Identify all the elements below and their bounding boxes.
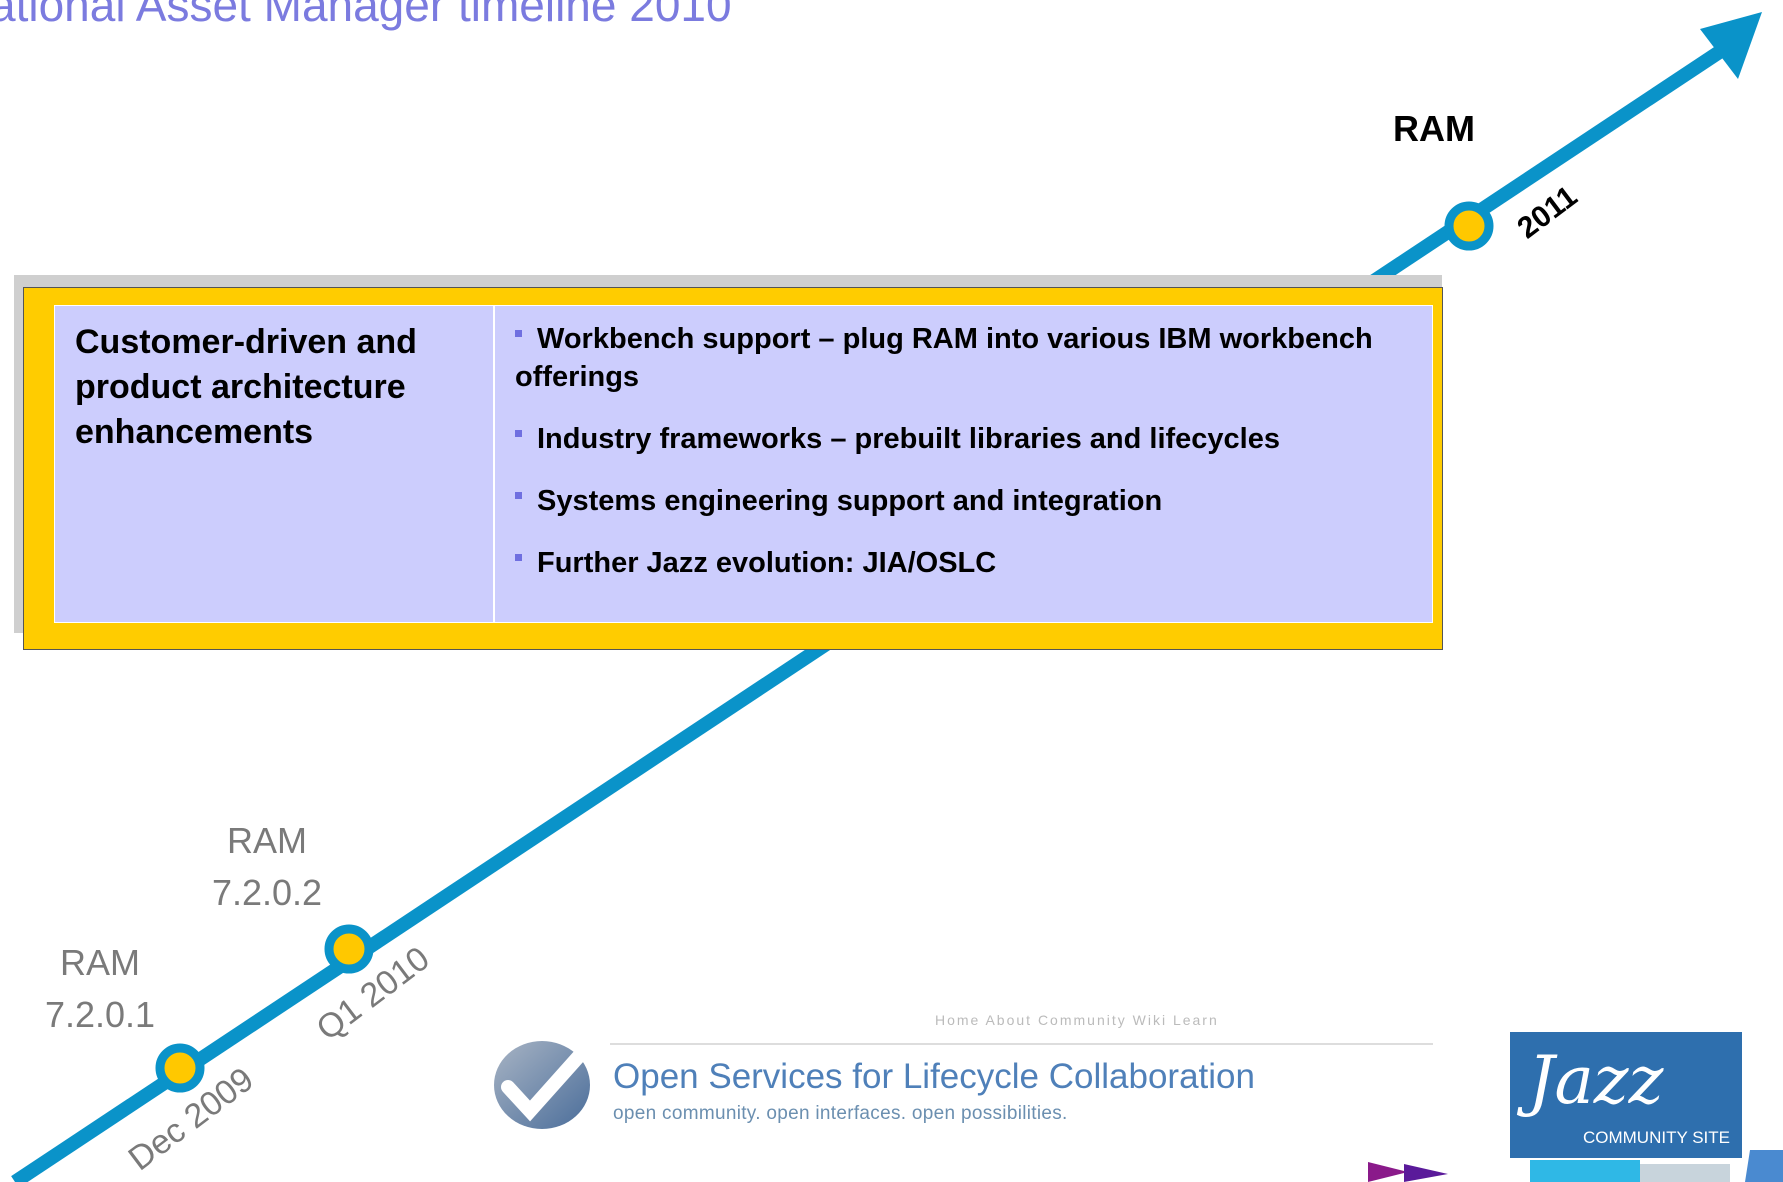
bullet-text: Further Jazz evolution: JIA/OSLC bbox=[537, 547, 997, 579]
jazz-logo: Jazz COMMUNITY SITE bbox=[1510, 1032, 1742, 1158]
bullet-square-icon bbox=[515, 553, 522, 561]
bullet-square-icon bbox=[515, 329, 522, 337]
milestone-product: RAM bbox=[227, 820, 307, 861]
milestone-version: 7.2.0.1 bbox=[44, 994, 156, 1035]
milestone-product: RAM bbox=[1393, 108, 1475, 149]
oslc-subtitle: open community. open interfaces. open po… bbox=[613, 1103, 1068, 1124]
bullet-item: Further Jazz evolution: JIA/OSLC bbox=[515, 544, 1412, 582]
slide-title: ational Asset Manager timeline 2010 bbox=[0, 0, 732, 31]
node-ram-7201 bbox=[155, 1043, 205, 1093]
milestone-label: RAM 7.2.0.2 bbox=[195, 815, 339, 919]
bullet-text: Industry frameworks – prebuilt libraries… bbox=[537, 423, 1280, 455]
jazz-logo-word: Jazz bbox=[1528, 1042, 1664, 1119]
node-ram-2011 bbox=[1444, 201, 1494, 251]
oslc-nav: Home About Community Wiki Learn bbox=[935, 1012, 1219, 1028]
bullet-square-icon bbox=[515, 429, 522, 437]
bullet-text: Systems engineering support and integrat… bbox=[537, 485, 1163, 517]
callout-heading-cell: Customer-driven and product architecture… bbox=[55, 306, 495, 622]
bullet-item: Industry frameworks – prebuilt libraries… bbox=[515, 420, 1412, 458]
oslc-logo-icon bbox=[494, 1041, 590, 1129]
oslc-divider bbox=[610, 1043, 1433, 1045]
oslc-title: Open Services for Lifecycle Collaboratio… bbox=[613, 1057, 1255, 1096]
callout-box: Customer-driven and product architecture… bbox=[23, 287, 1443, 650]
callout-table: Customer-driven and product architecture… bbox=[54, 305, 1433, 623]
bullet-square-icon bbox=[515, 491, 522, 499]
milestone-label: RAM 7.2.0.1 bbox=[40, 937, 160, 1041]
milestone-version: 7.2.0.2 bbox=[211, 872, 323, 913]
bullet-item: Workbench support – plug RAM into variou… bbox=[515, 320, 1412, 396]
decorative-corner-graphic bbox=[1368, 1150, 1783, 1182]
bullet-text: Workbench support – plug RAM into variou… bbox=[515, 323, 1373, 393]
jazz-logo-subtitle: COMMUNITY SITE bbox=[1582, 1128, 1730, 1147]
callout-heading: Customer-driven and product architecture… bbox=[75, 323, 417, 451]
node-ram-7202 bbox=[324, 924, 374, 974]
callout-bullets-cell: Workbench support – plug RAM into variou… bbox=[495, 306, 1432, 622]
milestone-product: RAM bbox=[60, 942, 140, 983]
timeline-arrowhead bbox=[1700, 12, 1762, 79]
bullet-item: Systems engineering support and integrat… bbox=[515, 482, 1412, 520]
